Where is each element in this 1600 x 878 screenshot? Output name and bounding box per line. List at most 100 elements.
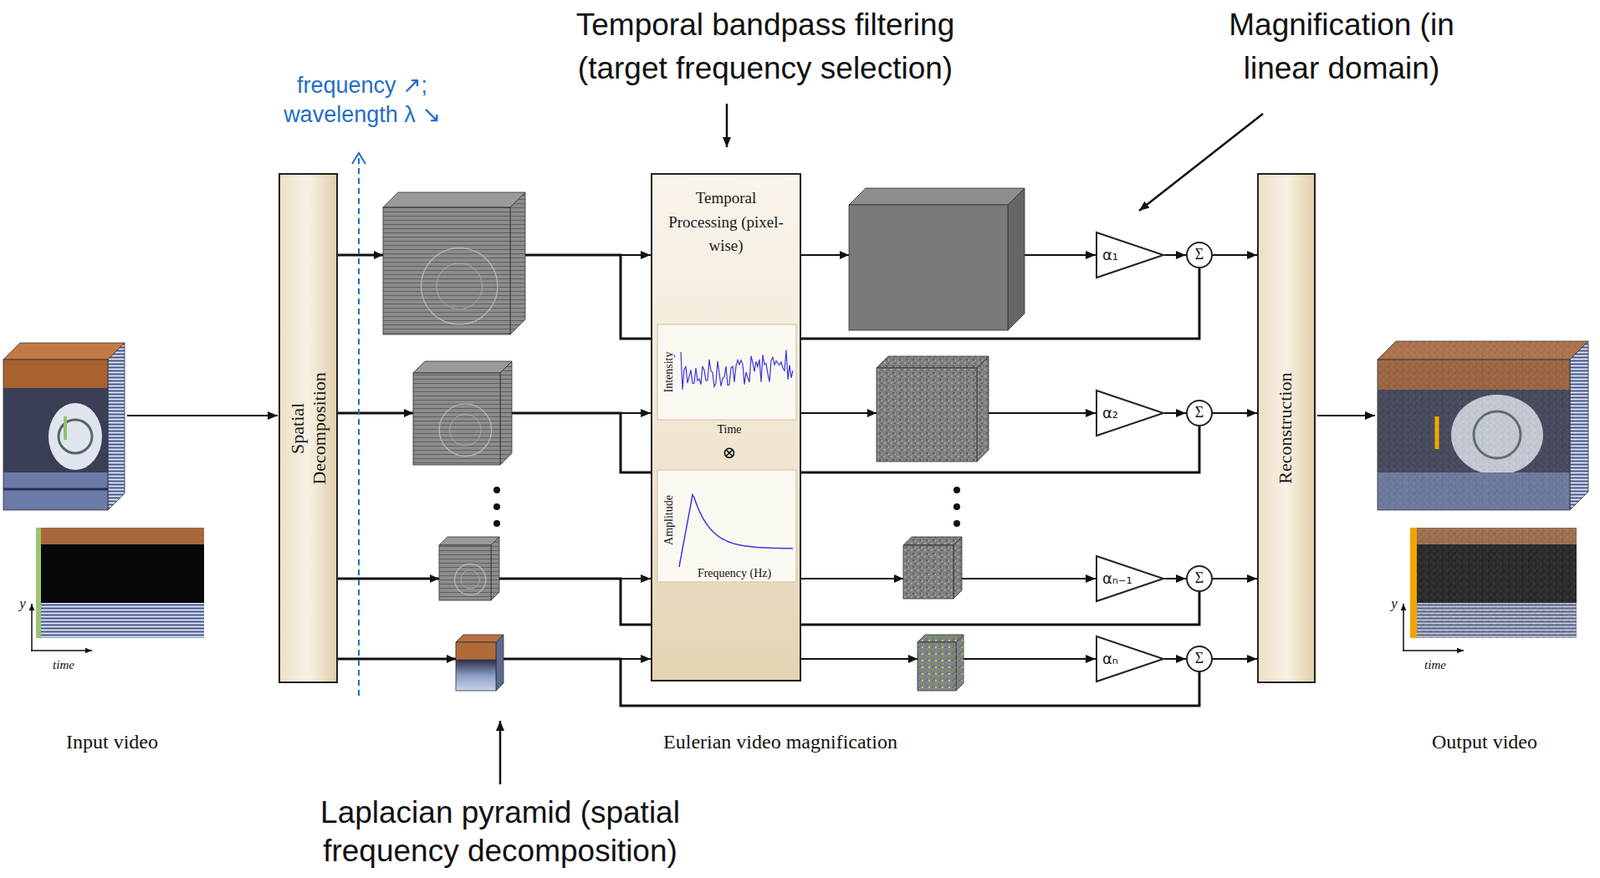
amplifier-shape [1095, 635, 1165, 683]
output-video-cube-part [1377, 359, 1570, 511]
signal-arrow [337, 254, 651, 256]
process-box: Reconstruction [1257, 173, 1316, 684]
process-box: Spatial Decomposition [278, 173, 338, 684]
callout-label: Temporal bandpass filtering (target freq… [547, 3, 983, 91]
signal-arrow [1164, 658, 1186, 660]
axes [1402, 603, 1464, 652]
amplifier-shape [1095, 555, 1165, 603]
output-video-cube-part [1377, 359, 1570, 511]
input-video-cube-part [3, 472, 108, 511]
filtered-cube [917, 634, 964, 691]
process-box: Temporal Processing (pixel-wise) [650, 173, 802, 682]
filtered-cube-part [903, 545, 954, 599]
ellipsis-dots-part [953, 503, 961, 511]
input-time-slice-part [35, 603, 205, 639]
pyramid-level-cube-part [455, 642, 496, 691]
axes [30, 603, 93, 652]
pyramid-level-cube-part [460, 570, 480, 589]
filtered-cube-part [848, 204, 1008, 331]
filtered-cube-part [848, 188, 1025, 205]
output-video-cube [1377, 341, 1589, 511]
bypass-line [337, 255, 1200, 339]
input-video-cube-part [63, 416, 67, 440]
pyramid-level-cube [413, 361, 512, 466]
arrow-head [839, 250, 849, 260]
filtered-cube [903, 536, 962, 599]
plot-axis-label: Amplitude [662, 495, 677, 546]
signal-arrow [337, 412, 651, 415]
filtered-cube-part [917, 634, 964, 643]
axis-label: y [19, 595, 26, 613]
pyramid-level-cube-part [439, 536, 500, 546]
input-time-slice [35, 527, 205, 639]
output-video-cube-part [1451, 394, 1544, 476]
sum-shape [1185, 565, 1213, 593]
sum-outline [1186, 400, 1212, 426]
input-arrow [127, 414, 278, 417]
pyramid-level-cube [383, 192, 526, 335]
output-video-cube-part [1569, 341, 1589, 511]
pyramid-level-cube-part [500, 361, 512, 466]
output-video-cube-part [1377, 341, 1589, 360]
signal-arrow [1164, 577, 1186, 580]
sum-outline [1186, 242, 1212, 268]
sum-symbol: Σ [1195, 245, 1204, 265]
amplifier-triangle: α₂ [1095, 389, 1165, 437]
amplifier-outline [1096, 636, 1164, 682]
box-title: Spatial Decomposition [286, 361, 331, 496]
pyramid-level-cube-part [455, 634, 504, 643]
input-video-cube-part [3, 359, 108, 389]
filtered-cube-part [876, 356, 989, 369]
amplifier-outline [1096, 556, 1164, 602]
input-video-cube-part [58, 419, 93, 454]
output-time-slice-part [1410, 603, 1577, 639]
axis-note: frequency ↗; wavelength λ ↘ [278, 71, 446, 130]
sum-circle: Σ [1185, 645, 1213, 673]
input-time-slice-part [35, 527, 41, 639]
ellipsis-dots-part [493, 486, 501, 494]
signal-arrow [337, 658, 651, 660]
gain-label: α₂ [1102, 403, 1119, 423]
pyramid-level-cube-part [413, 373, 501, 466]
filtered-cube-part [955, 634, 964, 691]
pyramid-level-cube-part [421, 248, 498, 325]
signal-arrow [801, 254, 1096, 256]
amplifier-outline [1096, 232, 1164, 278]
filtered-cube-part [1007, 188, 1025, 331]
sum-outline [1186, 646, 1212, 672]
leader-arrow [499, 720, 502, 785]
axis-label: time [1424, 657, 1447, 673]
filtered-cube-part [976, 356, 989, 462]
sum-outline [1186, 566, 1212, 592]
plot-axis-label: Frequency (Hz) [697, 567, 772, 582]
output-time-slice-part [1410, 527, 1577, 545]
pyramid-level-cube-part [490, 536, 500, 601]
filter-response [679, 495, 793, 568]
input-video-cube-part [3, 488, 108, 491]
input-video-cube-part [3, 342, 125, 360]
plot-frame [657, 470, 797, 583]
operator-symbol: ⊗ [722, 442, 737, 463]
sum-symbol: Σ [1195, 569, 1204, 588]
box-title: Temporal Processing (pixel-wise) [663, 186, 789, 259]
leader-arrow [1139, 113, 1263, 211]
caption: Output video [1431, 730, 1538, 755]
filtered-cube [876, 356, 989, 462]
signal-arrow [1164, 254, 1186, 256]
input-video-cube [3, 342, 125, 511]
ellipsis-dots-part [953, 520, 961, 527]
pyramid-level-cube-part [495, 634, 504, 691]
axis-label: y [1390, 595, 1398, 613]
axis-label: time [52, 657, 75, 673]
frequency-arrow [352, 153, 366, 696]
ellipsis-dots [493, 486, 961, 527]
input-video-cube-part [107, 342, 125, 511]
arrow-head [429, 574, 440, 583]
bypass-line [337, 413, 1200, 473]
output-video-cube-part [1377, 472, 1570, 511]
callout-label: Laplacian pyramid (spatial frequency dec… [265, 793, 735, 872]
signal-arrow [1212, 577, 1258, 580]
